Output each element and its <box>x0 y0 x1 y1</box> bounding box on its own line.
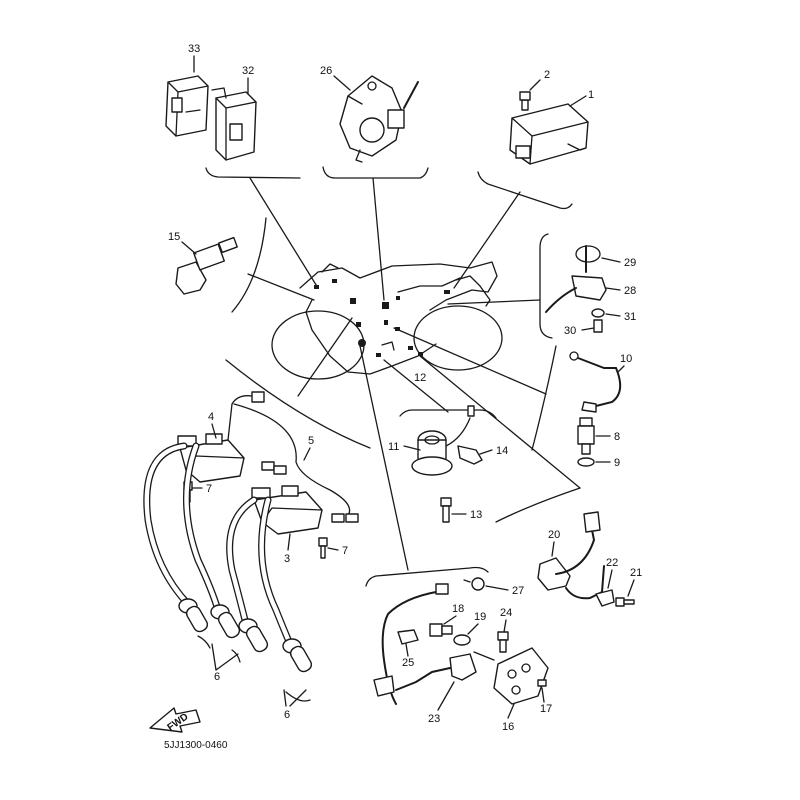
part-number-33: 33 <box>188 43 200 55</box>
callout-brackets <box>205 166 581 587</box>
plug-cap <box>178 598 209 633</box>
bolt-13 <box>440 497 452 523</box>
part-number-13: 13 <box>470 509 482 521</box>
loc-mark <box>376 353 381 357</box>
part-number-21: 21 <box>630 567 642 579</box>
part-labels: 33 32 26 2 1 15 29 28 30 31 10 8 9 12 11… <box>168 43 642 733</box>
sensor-28-group <box>545 245 607 333</box>
cover-16 <box>473 647 549 705</box>
loc-mark <box>418 352 423 356</box>
loc-mark <box>384 320 388 325</box>
fwd-arrow-icon <box>149 707 201 733</box>
washer-9 <box>577 457 595 467</box>
part-number-27: 27 <box>512 585 524 597</box>
clip-22 <box>595 589 615 607</box>
part-number-26: 26 <box>320 65 332 77</box>
leader-lines-6 <box>211 643 307 707</box>
plug-cap <box>282 638 313 673</box>
sensor-26 <box>339 75 419 163</box>
part-number-6b: 6 <box>284 709 290 721</box>
part-number-20: 20 <box>548 529 560 541</box>
part-number-8: 8 <box>614 431 620 443</box>
part-number-25: 25 <box>402 657 414 669</box>
sensor-15 <box>175 236 238 295</box>
terminal-27 <box>463 577 485 591</box>
drawing-code: 5JJ1300-0460 <box>164 740 228 751</box>
loc-mark <box>382 302 389 309</box>
sensor-20 <box>537 511 605 600</box>
sensor-8 <box>577 417 595 455</box>
bolt-21 <box>615 597 635 607</box>
part-number-10: 10 <box>620 353 632 365</box>
part-number-14: 14 <box>496 445 508 457</box>
part-number-7b: 7 <box>342 545 348 557</box>
part-number-31: 31 <box>624 311 636 323</box>
part-number-22: 22 <box>606 557 618 569</box>
bolt-18 <box>429 623 453 637</box>
part-number-3: 3 <box>284 553 290 565</box>
part-number-12: 12 <box>414 372 426 384</box>
loc-mark <box>358 339 366 347</box>
part-number-6a: 6 <box>214 671 220 683</box>
sensor-11 <box>411 405 475 476</box>
part-number-15: 15 <box>168 231 180 243</box>
part-number-19: 19 <box>474 611 486 623</box>
loc-mark <box>396 296 400 300</box>
clip-14 <box>457 445 483 465</box>
part-number-29: 29 <box>624 257 636 269</box>
loc-mark <box>350 298 356 304</box>
part-number-7a: 7 <box>206 483 212 495</box>
harness-23-25 <box>373 583 477 705</box>
leader-lines <box>247 177 581 571</box>
part-number-23: 23 <box>428 713 440 725</box>
washer-19 <box>453 634 471 646</box>
loc-mark <box>356 322 361 327</box>
part-number-30: 30 <box>564 325 576 337</box>
part-number-4: 4 <box>208 411 214 423</box>
part-number-32: 32 <box>242 65 254 77</box>
part-number-9: 9 <box>614 457 620 469</box>
part-number-24: 24 <box>500 607 512 619</box>
bolt-2 <box>519 91 531 111</box>
relay-33 <box>165 75 209 137</box>
ignition-coil-3 <box>251 485 323 535</box>
plug-cap <box>210 604 241 639</box>
loc-mark <box>314 285 319 289</box>
relay-32 <box>211 87 257 161</box>
plug-cap <box>238 618 269 653</box>
bolt-24 <box>497 631 509 653</box>
loc-mark <box>408 346 413 350</box>
part-number-28: 28 <box>624 285 636 297</box>
motorcycle-outline <box>271 261 503 380</box>
ecu-1 <box>509 103 589 165</box>
part-number-1: 1 <box>588 89 594 101</box>
part-number-16: 16 <box>502 721 514 733</box>
part-number-18: 18 <box>452 603 464 615</box>
harness-5 <box>227 391 359 523</box>
lead-wire-10 <box>569 351 622 413</box>
part-number-5: 5 <box>308 435 314 447</box>
screw-17 <box>537 679 547 687</box>
loc-mark <box>444 290 450 294</box>
part-number-11: 11 <box>388 441 399 453</box>
part-number-17: 17 <box>540 703 552 715</box>
loc-mark <box>332 279 337 283</box>
spark-plug-cables-6 <box>143 442 313 702</box>
part-number-2: 2 <box>544 69 550 81</box>
